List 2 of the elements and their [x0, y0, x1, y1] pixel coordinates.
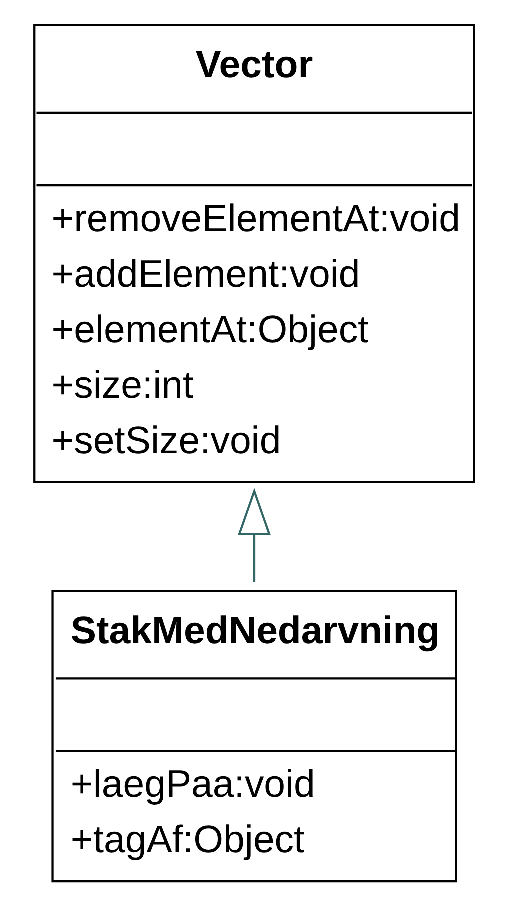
- arrow: [238, 488, 271, 582]
- node-box: Vector +removeElementAt:void +addElement:void +elementAt:Object +size:int +setSize:void: [34, 24, 476, 484]
